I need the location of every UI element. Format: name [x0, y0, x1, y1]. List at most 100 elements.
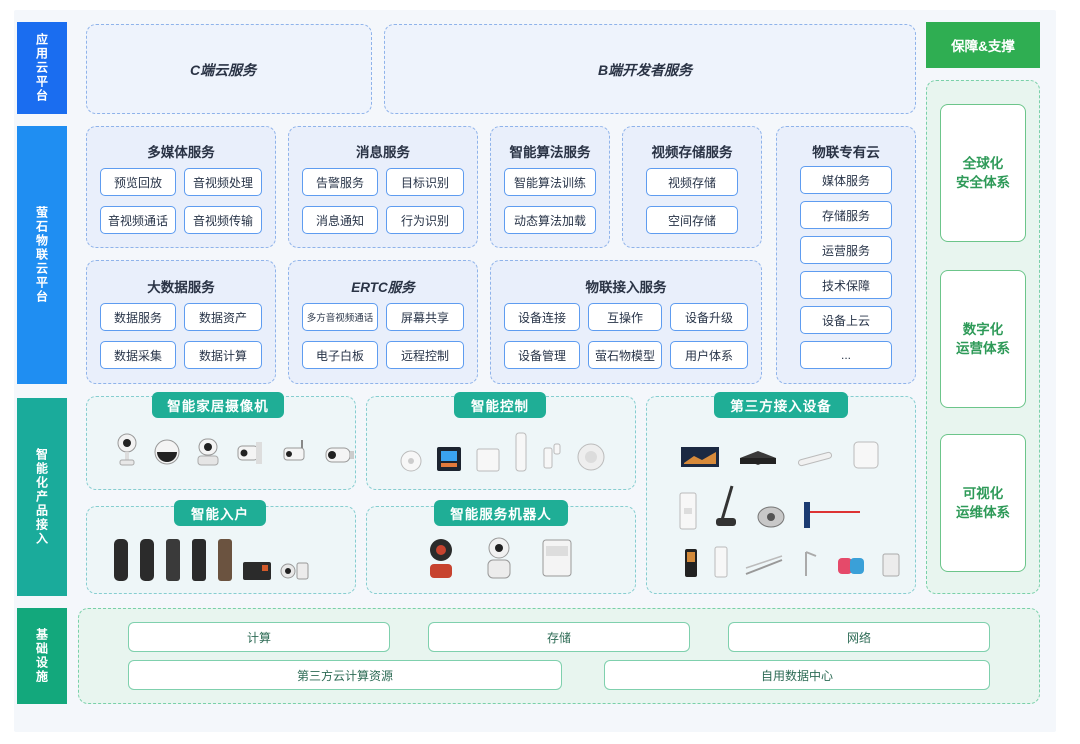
chip-preview-playback: 预览回放 [100, 168, 176, 196]
third-party-devices-row1 [680, 440, 880, 470]
door-panel-icon [714, 546, 728, 578]
chip-message-notify: 消息通知 [302, 206, 378, 234]
door-lock-icon [192, 539, 206, 581]
c-cloud-service-box [86, 24, 372, 114]
chip-thing-model: 萤石物模型 [588, 341, 662, 369]
chip-media-service: 媒体服务 [800, 166, 892, 194]
light-bar-icon [797, 451, 833, 467]
support-security-system: 全球化 安全体系 [940, 104, 1026, 242]
smart-control-label: 智能控制 [454, 392, 546, 418]
door-lock-icon [218, 539, 232, 581]
support-title: 保障&支撑 [926, 22, 1040, 68]
video-doorbell-icon [243, 562, 271, 580]
control-panel-icon [437, 447, 461, 471]
chip-data-collection: 数据采集 [100, 341, 176, 369]
chip-device-upgrade: 设备升级 [670, 303, 748, 331]
sensor-icon [400, 450, 422, 472]
chip-dynamic-algorithm: 动态算法加载 [504, 206, 596, 234]
camera-icon [283, 440, 305, 461]
camera-icon [117, 433, 137, 466]
infra-network: 网络 [728, 622, 990, 652]
chip-more: ... [800, 341, 892, 369]
chip-target-recognition: 目标识别 [386, 168, 464, 196]
chip-space-storage: 空间存储 [646, 206, 738, 234]
service-robot-devices [424, 536, 574, 580]
chip-av-call: 音视频通话 [100, 206, 176, 234]
layer-label-app-cloud: 应用云平台 [17, 22, 67, 114]
chip-device-manage: 设备管理 [504, 341, 580, 369]
robot-icon [487, 537, 511, 579]
router-icon [740, 451, 776, 465]
message-service-title: 消息服务 [356, 145, 410, 160]
multimedia-service-title: 多媒体服务 [147, 145, 215, 160]
curtain-motor-icon [515, 432, 527, 472]
layer-label-iot-cloud: 萤石物联云平台 [17, 126, 67, 384]
chip-storage-service: 存储服务 [800, 201, 892, 229]
chip-operation-service: 运营服务 [800, 236, 892, 264]
third-party-devices-row3 [684, 546, 900, 578]
water-dispenser-icon [679, 492, 697, 530]
video-storage-service-title: 视频存储服务 [651, 145, 733, 160]
layer-label-infrastructure: 基础设施 [17, 608, 67, 704]
chip-tech-support: 技术保障 [800, 271, 892, 299]
chip-interop: 互操作 [588, 303, 662, 331]
chip-device-cloud: 设备上云 [800, 306, 892, 334]
camera-icon [197, 438, 219, 466]
door-lock-icon [140, 539, 154, 581]
third-party-devices-row2 [678, 484, 862, 530]
c-cloud-service-title: C端云服务 [190, 62, 257, 78]
vacuum-icon [716, 485, 736, 526]
chip-remote-control: 远程控制 [386, 341, 464, 369]
b-dev-service-box [384, 24, 916, 114]
smart-entry-label: 智能入户 [174, 500, 266, 526]
intercom-icon [685, 549, 697, 577]
home-camera-devices [116, 432, 356, 468]
door-lock-icon [114, 539, 128, 581]
smart-entry-devices [112, 538, 310, 582]
lamp-icon [805, 551, 817, 576]
chip-av-processing: 音视频处理 [184, 168, 262, 196]
switch-icon [476, 448, 500, 472]
chip-device-connect: 设备连接 [504, 303, 580, 331]
air-purifier-icon [853, 441, 879, 469]
fan-icon [757, 506, 785, 528]
smart-speaker-icon [577, 443, 605, 471]
iot-private-cloud-title: 物联专有云 [812, 145, 880, 160]
camera-icon [325, 447, 354, 463]
door-lock-icon [166, 539, 180, 581]
smart-control-devices [400, 432, 606, 472]
chip-multi-party-call: 多方音视频通话 [302, 303, 378, 331]
chip-screen-share: 屏幕共享 [386, 303, 464, 331]
peephole-camera-icon [280, 562, 309, 580]
chip-user-system: 用户体系 [670, 341, 748, 369]
support-operation-system: 数字化 运营体系 [940, 270, 1026, 408]
robot-icon [430, 539, 452, 578]
iot-access-service-title: 物联接入服务 [585, 280, 667, 295]
barrier-gate-icon [804, 502, 860, 528]
cleaning-robot-icon [542, 539, 572, 577]
infra-compute: 计算 [128, 622, 390, 652]
drying-rack-icon [745, 555, 783, 575]
tv-icon [681, 447, 719, 467]
layer-label-product-access: 智能化产品接入 [17, 398, 67, 596]
b-dev-service-title: B端开发者服务 [598, 62, 693, 78]
smart-watch-icon [838, 558, 864, 574]
infra-own-datacenter: 自用数据中心 [604, 660, 990, 690]
algorithm-service-title: 智能算法服务 [509, 145, 591, 160]
appliance-icon [882, 553, 900, 577]
camera-icon [154, 439, 180, 465]
ertc-service-title: ERTC服务 [351, 280, 415, 295]
third-party-device-label: 第三方接入设备 [714, 392, 848, 418]
chip-data-service: 数据服务 [100, 303, 176, 331]
chip-whiteboard: 电子白板 [302, 341, 378, 369]
chip-data-compute: 数据计算 [184, 341, 262, 369]
home-camera-label: 智能家居摄像机 [152, 392, 284, 418]
camera-icon [237, 442, 262, 464]
infra-third-party-cloud: 第三方云计算资源 [128, 660, 562, 690]
bigdata-service-title: 大数据服务 [147, 280, 215, 295]
chip-behavior-recognition: 行为识别 [386, 206, 464, 234]
door-sensor-icon [543, 443, 561, 469]
chip-alarm-service: 告警服务 [302, 168, 378, 196]
chip-data-asset: 数据资产 [184, 303, 262, 331]
service-robot-label: 智能服务机器人 [434, 500, 568, 526]
